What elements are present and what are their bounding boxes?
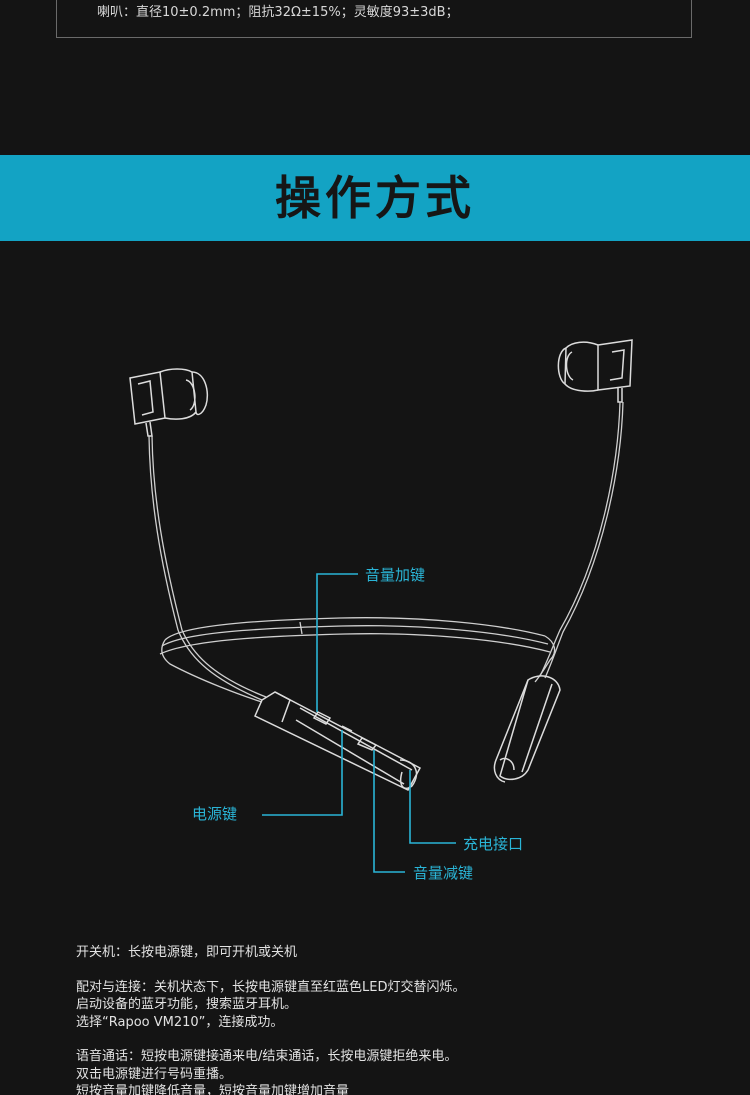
instruction-line: 启动设备的蓝牙功能，搜索蓝牙耳机。 (76, 997, 298, 1012)
section-title: 操作方式 (275, 171, 475, 225)
neckband-drawing (159, 617, 556, 703)
battery-module-drawing (493, 675, 561, 783)
instruction-line: 双击电源键进行号码重播。 (76, 1066, 233, 1082)
instruction-line: 选择“Rapoo VM210”，连接成功。 (76, 1014, 284, 1030)
call-instructions: 语音通话：短按电源键接通来电/结束通话，长按电源键拒绝来电。 双击电源键进行号码… (76, 1048, 716, 1095)
spec-box (56, 0, 692, 38)
pairing-instructions: 配对与连接：关机状态下，长按电源键直至红蓝色LED灯交替闪烁。 启动设备的蓝牙功… (76, 979, 716, 1032)
control-module-drawing (254, 691, 422, 791)
instructions-block: 开关机：长按电源键，即可开机或关机 配对与连接：关机状态下，长按电源键直至红蓝色… (76, 944, 716, 1095)
power-instructions: 开关机：长按电源键，即可开机或关机 (76, 944, 716, 962)
headphone-diagram (129, 339, 633, 873)
instruction-line: 配对与连接：关机状态下，长按电源键直至红蓝色LED灯交替闪烁。 (76, 979, 466, 995)
instruction-line: 开关机：长按电源键，即可开机或关机 (76, 945, 298, 960)
section-banner: 操作方式 (0, 155, 750, 241)
left-earbud-drawing (129, 368, 209, 437)
instruction-line: 短按音量加键降低音量，短按音量加键增加音量 (76, 1084, 350, 1095)
callout-lines (262, 573, 456, 873)
volume-down-callout: 音量减键 (413, 864, 474, 882)
right-earbud-drawing (557, 339, 633, 403)
cable-drawing (148, 401, 624, 701)
volume-up-callout: 音量加键 (365, 566, 426, 584)
charge-port-callout: 充电接口 (463, 835, 524, 853)
power-callout: 电源键 (192, 805, 238, 823)
instruction-line: 语音通话：短按电源键接通来电/结束通话，长按电源键拒绝来电。 (76, 1049, 458, 1064)
speaker-spec-line: 喇叭：直径10±0.2mm；阻抗32Ω±15%；灵敏度93±3dB； (97, 5, 459, 20)
